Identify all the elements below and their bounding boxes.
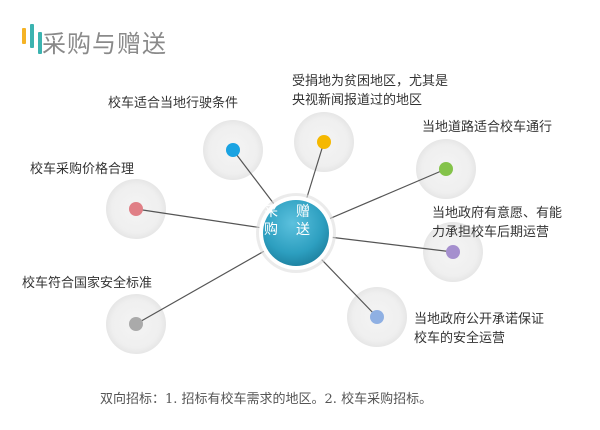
node-dot-top-left-mid [226,143,240,157]
center-char-song: 送 [296,222,310,238]
node-label-top-right: 当地道路适合校车通行 [422,118,552,137]
accent-bar-teal-2 [38,32,42,54]
node-dot-right-mid [446,245,460,259]
label-line: 当地政府公开承诺保证 [414,312,545,327]
accent-bar-teal [30,24,34,48]
label-line: 央视新闻报道过的地区 [292,93,423,108]
node-label-left-lower: 校车符合国家安全标准 [22,274,152,293]
node-label-top-center: 受捐地为贫困地区，尤其是 央视新闻报道过的地区 [292,72,448,110]
center-hub [256,193,336,273]
node-label-left-upper: 校车采购价格合理 [30,160,134,179]
center-char-gou: 购 [264,222,278,238]
label-line: 校车的安全运营 [414,331,506,346]
node-label-bottom-right: 当地政府公开承诺保证 校车的安全运营 [414,310,544,348]
node-label-right-mid: 当地政府有意愿、有能 力承担校车后期运营 [432,204,562,242]
label-line: 校车适合当地行驶条件 [108,96,239,111]
label-line: 校车符合国家安全标准 [22,276,153,291]
node-dot-left-upper [129,202,143,216]
footer-note: 双向招标：1. 招标有校车需求的地区。2. 校车采购招标。 [100,392,433,407]
label-line: 力承担校车后期运营 [432,225,550,240]
node-dots [129,135,460,331]
node-dot-left-lower [129,317,143,331]
node-label-top-left-mid: 校车适合当地行驶条件 [108,94,238,113]
center-char-cai: 采 [264,204,278,220]
center-hub-circle [263,200,329,266]
label-line: 受捐地为贫困地区，尤其是 [292,74,449,89]
label-line: 校车采购价格合理 [30,162,135,177]
node-dot-top-center [317,135,331,149]
label-line: 当地政府有意愿、有能 [432,206,563,221]
node-dot-top-right [439,162,453,176]
node-dot-bottom-right [370,310,384,324]
page-title: 采购与赠送 [42,30,167,58]
center-hub-text: 采 赠 购 送 [256,202,332,262]
label-line: 当地道路适合校车通行 [422,120,553,135]
accent-bar-yellow [22,28,26,44]
center-char-zeng: 赠 [296,204,310,220]
